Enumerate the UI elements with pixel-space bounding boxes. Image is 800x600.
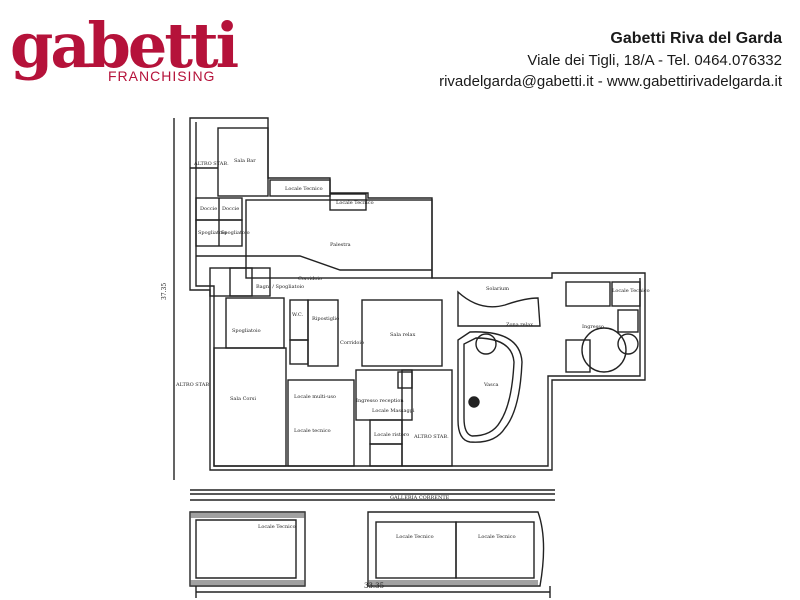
plan-inner-outline	[195, 122, 641, 467]
room-locale-tecnico-1	[269, 179, 331, 197]
label-altro-stabile-left: ALTRO STAB.	[175, 382, 211, 388]
label-vasca: Vasca	[483, 382, 498, 388]
label-locale-tecnico-4: Locale Tecnico	[258, 524, 296, 530]
label-reception: Ingresso reception	[356, 398, 404, 404]
room-locale-ristoro	[369, 443, 403, 467]
brand-subtitle: FRANCHISING	[108, 68, 216, 84]
agency-name: Gabetti Riva del Garda	[610, 30, 782, 47]
room-bagni	[209, 267, 271, 297]
label-corridoio-2: Corridoio	[340, 340, 364, 346]
label-locale-massaggi: Locale Massaggi	[372, 408, 415, 414]
room-locale-multi	[287, 379, 355, 467]
corridor-line	[196, 255, 432, 271]
label-corridoio-1: Corridoio	[298, 276, 322, 282]
room-solarium	[457, 290, 541, 327]
agency-contacts: rivadelgarda@gabetti.it - www.gabettiriv…	[439, 73, 782, 90]
label-sala-corsi: Sala Corsi	[230, 396, 256, 402]
label-altro-stabile-mid: ALTRO STAB.	[413, 434, 449, 440]
room-sala-relax	[361, 299, 443, 367]
label-locale-tecnico-5: Locale Tecnico	[396, 534, 434, 540]
pool-vasca	[457, 331, 523, 443]
label-solarium: Solarium	[486, 286, 509, 292]
room-locale-tecnico-5	[367, 511, 545, 587]
label-locale-tec-3: Locale tecnico	[294, 428, 331, 434]
room-locale-tecnico-3	[565, 281, 611, 307]
label-locale-tecnico-1: Locale Tecnico	[285, 186, 323, 192]
agency-address: Viale dei Tigli, 18/A - Tel. 0464.076332	[527, 52, 782, 69]
label-bagni: Bagni / Spogliatoio	[256, 284, 304, 290]
plan-outline	[189, 117, 646, 471]
label-sala-bar: Sala Bar	[234, 158, 256, 164]
label-dim-side: 37.35	[161, 283, 168, 300]
label-locale-tecnico-3: Locale Tecnico	[612, 288, 650, 294]
room-sala-bar	[217, 127, 269, 197]
label-palestra: Palestra	[330, 242, 351, 248]
label-locale-tecnico-2: Locale Tecnico	[336, 200, 374, 206]
label-wc: W.C.	[292, 312, 304, 318]
label-locale-tecnico-6: Locale Tecnico	[478, 534, 516, 540]
room-spogliatoio-3	[225, 297, 285, 349]
label-spogliatoio-2: Spogliatoio	[221, 230, 250, 236]
label-ripostiglio: Ripostiglio	[312, 316, 339, 322]
label-spogliatoio-1: Spogliatoio	[198, 230, 227, 236]
label-galleria: GALLERIA CORRENTE	[390, 495, 450, 501]
label-zona-relax: Zona relax	[506, 322, 533, 328]
label-sala-relax: Sala relax	[390, 332, 416, 338]
label-altro-stabile-top: ALTRO STAB.	[193, 161, 229, 167]
room-ingresso-round	[581, 327, 627, 373]
room-sala-corsi	[213, 347, 287, 467]
label-locale-multi: Locale multi-uso	[294, 394, 336, 400]
room-locale-tecnico-2	[329, 193, 367, 211]
label-ingresso: Ingresso	[582, 324, 604, 330]
label-doccie-1: Doccie	[200, 206, 217, 212]
label-locale-ristoro: Locale ristoro	[374, 432, 409, 438]
room-palestra	[245, 199, 433, 279]
brand-logo: gabetti	[10, 9, 239, 82]
room-ripostiglio	[307, 299, 339, 367]
label-dim-bottom: 33.35	[364, 582, 384, 590]
label-doccie-2: Doccie	[222, 206, 239, 212]
label-spogliatoio-3: Spogliatoio	[232, 328, 261, 334]
